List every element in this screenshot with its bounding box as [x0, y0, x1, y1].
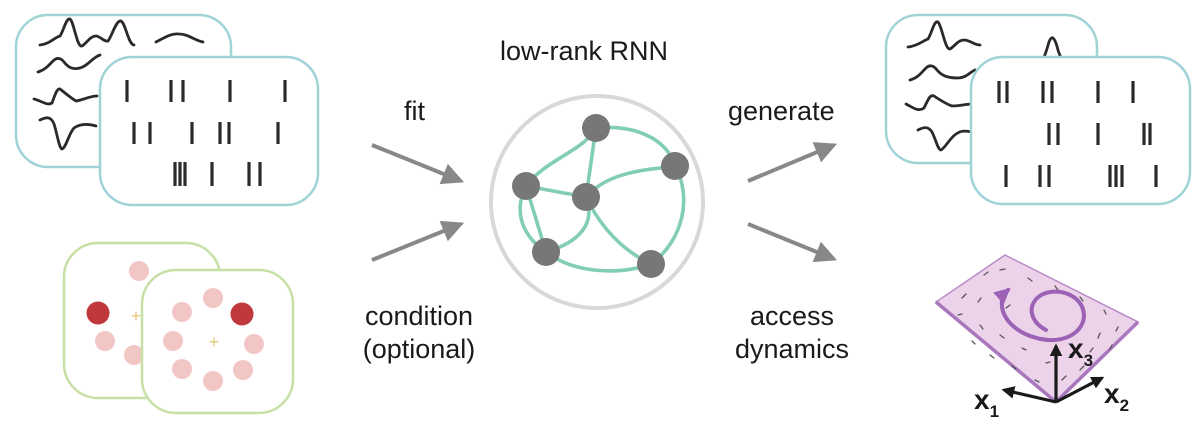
latent-dynamics-icon: x3 x1 x2: [934, 254, 1140, 421]
fit-label: fit: [404, 96, 426, 126]
condition-label: condition (optional): [358, 300, 480, 366]
fit-arrow: [371, 143, 465, 185]
conditions-icon: + +: [62, 241, 295, 415]
x1-axis: [1001, 386, 1057, 404]
spikes-card: [98, 55, 320, 207]
plane-edge-front-right: [1054, 320, 1140, 404]
generated-data-icon: [884, 13, 1192, 206]
condition-dots-front: +: [163, 288, 264, 391]
rnn-title: low-rank RNN: [500, 36, 669, 66]
svg-text:+: +: [209, 332, 220, 352]
condition-label-line1: condition: [364, 301, 474, 331]
flow-arrows: [371, 142, 838, 263]
x1-label: x1: [974, 384, 999, 421]
x3-label: x3: [1068, 333, 1093, 370]
generate-arrow: [747, 142, 838, 183]
neural-traces: [32, 17, 205, 151]
axis-arrows: [1001, 343, 1105, 404]
condition-arrow: [371, 220, 465, 262]
rnn-network-icon: [489, 94, 705, 310]
generate-label: generate: [728, 96, 835, 126]
generated-spikes-card: [969, 55, 1192, 206]
input-data-icon: [14, 13, 320, 207]
x2-label: x2: [1104, 378, 1129, 415]
generated-traces: [904, 20, 1070, 152]
flow-field: [957, 268, 1119, 383]
spiral-trajectory: [993, 287, 1086, 342]
access-label-line1: access: [749, 301, 835, 331]
generated-spike-raster: [997, 81, 1158, 187]
rnn-nodes: [512, 114, 689, 278]
access-label-line2: dynamics: [734, 333, 850, 364]
x2-axis: [1055, 376, 1105, 404]
plane-edge-front-left: [934, 300, 1058, 404]
spike-raster: [125, 80, 287, 186]
svg-text:+: +: [131, 306, 142, 326]
condition-label-line2: (optional): [362, 333, 476, 364]
access-dynamics-label: access dynamics: [722, 300, 862, 366]
dynamics-arrow: [747, 222, 838, 263]
